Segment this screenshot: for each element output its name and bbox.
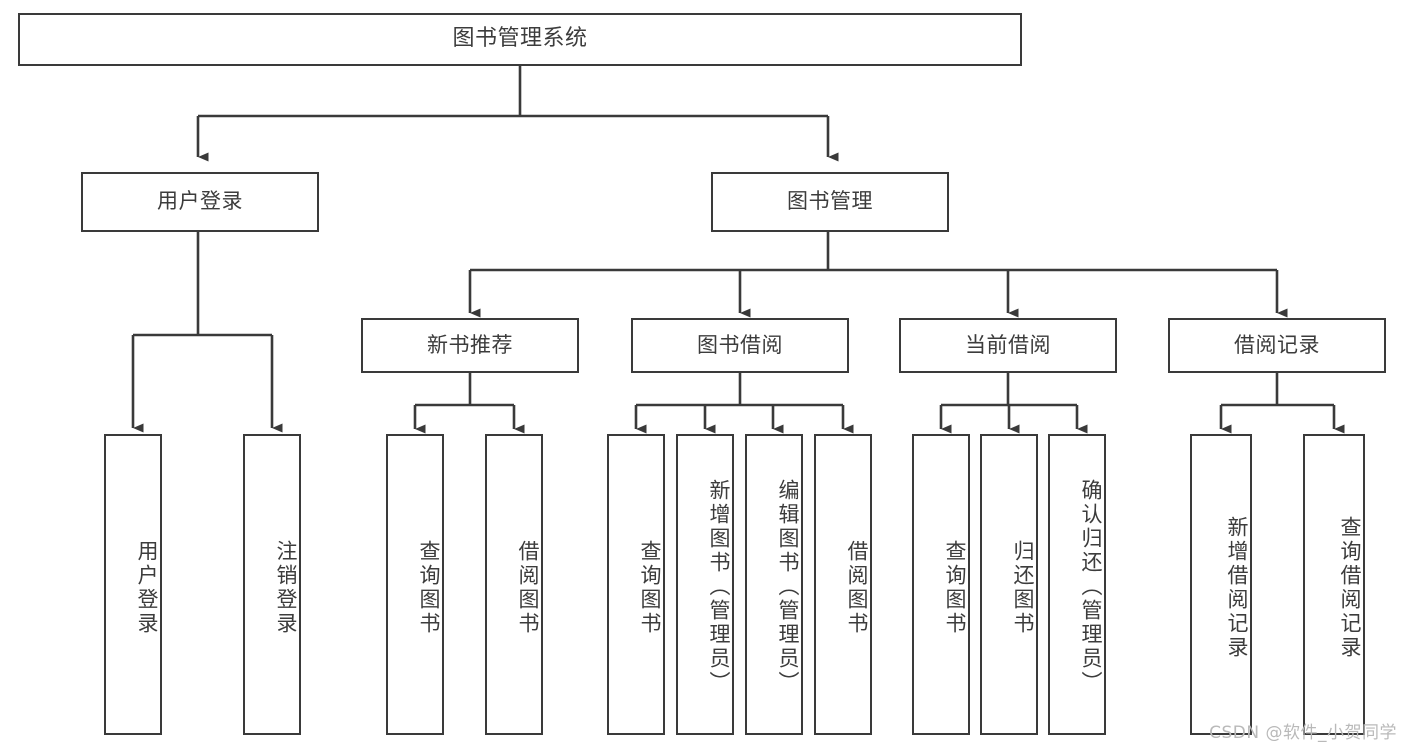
node-leaf-query-book-current[interactable]: 查询图书 <box>912 434 970 735</box>
node-leaf-logout[interactable]: 注销登录 <box>243 434 301 735</box>
node-leaf-borrow-book[interactable]: 借阅图书 <box>814 434 872 735</box>
node-book-borrow[interactable]: 图书借阅 <box>631 318 849 373</box>
node-label: 图书借阅 <box>697 332 783 357</box>
node-label: 图书管理 <box>787 189 873 214</box>
node-label: 查询图书 <box>417 539 441 636</box>
node-leaf-edit-book-admin[interactable]: 编辑图书（管理员） <box>745 434 803 735</box>
node-leaf-user-login[interactable]: 用户登录 <box>104 434 162 735</box>
node-label: 新增借阅记录 <box>1225 515 1249 660</box>
node-label: 图书管理系统 <box>452 26 588 52</box>
node-user-login[interactable]: 用户登录 <box>81 172 319 232</box>
node-leaf-query-borrow-record[interactable]: 查询借阅记录 <box>1303 434 1365 735</box>
node-book-management[interactable]: 图书管理 <box>711 172 949 232</box>
watermark-text: CSDN @软件_小贺同学 <box>1209 723 1397 743</box>
node-label: 当前借阅 <box>965 332 1051 357</box>
node-borrow-records[interactable]: 借阅记录 <box>1168 318 1386 373</box>
node-label: 借阅记录 <box>1234 332 1320 357</box>
node-root-system[interactable]: 图书管理系统 <box>18 13 1022 66</box>
node-label: 用户登录 <box>157 189 243 214</box>
node-new-book-recommend[interactable]: 新书推荐 <box>361 318 579 373</box>
node-label: 查询图书 <box>638 539 662 636</box>
node-label: 新书推荐 <box>427 332 513 357</box>
node-leaf-return-book[interactable]: 归还图书 <box>980 434 1038 735</box>
node-label: 编辑图书（管理员） <box>776 478 800 695</box>
node-leaf-add-borrow-record[interactable]: 新增借阅记录 <box>1190 434 1252 735</box>
node-label: 借阅图书 <box>845 539 869 636</box>
node-label: 注销登录 <box>274 539 298 636</box>
node-label: 借阅图书 <box>516 539 540 636</box>
node-leaf-query-book-borrow[interactable]: 查询图书 <box>607 434 665 735</box>
node-label: 查询图书 <box>943 539 967 636</box>
node-label: 确认归还（管理员） <box>1079 478 1103 695</box>
node-leaf-confirm-return-admin[interactable]: 确认归还（管理员） <box>1048 434 1106 735</box>
node-label: 新增图书（管理员） <box>707 478 731 695</box>
node-label: 归还图书 <box>1011 539 1035 636</box>
node-leaf-add-book-admin[interactable]: 新增图书（管理员） <box>676 434 734 735</box>
node-label: 用户登录 <box>135 539 159 636</box>
node-label: 查询借阅记录 <box>1338 515 1362 660</box>
node-current-borrow[interactable]: 当前借阅 <box>899 318 1117 373</box>
node-leaf-query-book-newbook[interactable]: 查询图书 <box>386 434 444 735</box>
node-leaf-borrow-book-newbook[interactable]: 借阅图书 <box>485 434 543 735</box>
